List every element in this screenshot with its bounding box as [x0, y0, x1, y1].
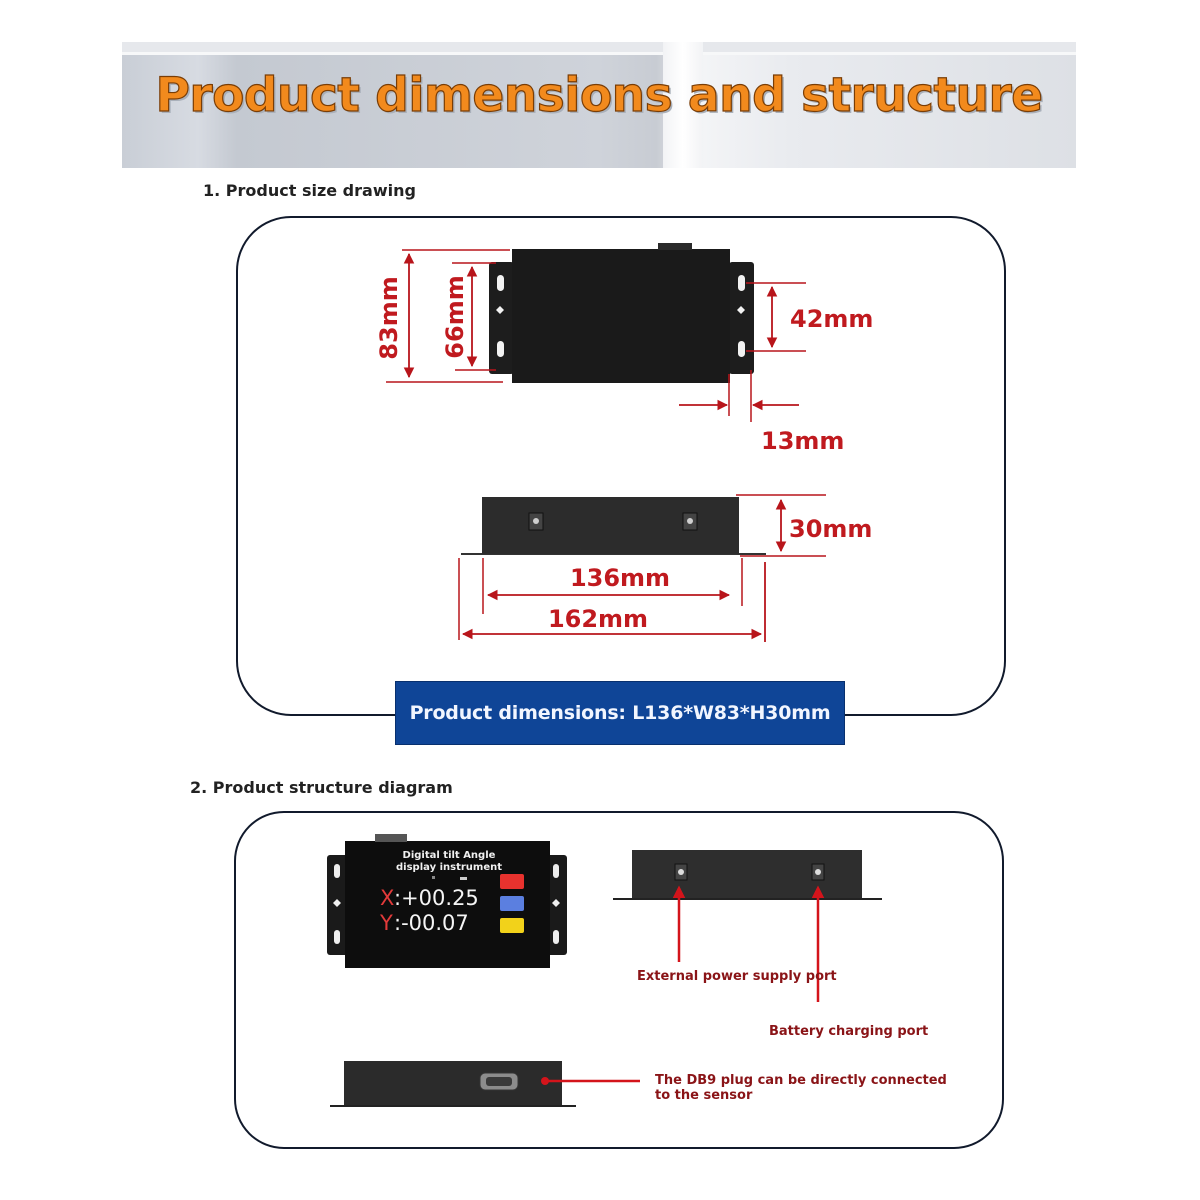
hold-button[interactable] [500, 896, 524, 911]
device-body-side [632, 850, 862, 898]
device-side-view [461, 497, 766, 555]
header-banner: Product dimensions and structure [122, 42, 1076, 168]
port-hole [678, 869, 684, 875]
label-83mm: 83mm [375, 276, 403, 359]
flange-slot [738, 341, 745, 357]
db9-plug-pins [486, 1077, 512, 1086]
side-port-hole [533, 518, 539, 524]
banner-strip [122, 42, 1076, 52]
dimension-66mm: 66mm [441, 262, 496, 371]
db9-connector-top [375, 834, 407, 842]
flange-keyhole [496, 306, 504, 314]
device-body-db9-side [344, 1061, 562, 1105]
flange-keyhole [552, 899, 560, 907]
flange-keyhole [737, 306, 745, 314]
size-drawing: 83mm 66mm 42mm 13mm 30mm [375, 243, 873, 642]
dimension-30mm: 30mm [736, 494, 872, 557]
screen-title-line1: Digital tilt Angle [403, 850, 496, 861]
dimension-42mm: 42mm [746, 282, 873, 352]
product-dimensions-text: Product dimensions: L136*W83*H30mm [409, 702, 831, 724]
db9-connector-top [658, 243, 692, 250]
side-port-hole [687, 518, 693, 524]
x-axis-label: X [380, 886, 394, 910]
flange-slot [553, 864, 559, 878]
function-button[interactable] [500, 918, 524, 933]
status-indicator-icon [460, 877, 467, 880]
flange-keyhole [333, 899, 341, 907]
label-30mm: 30mm [789, 515, 872, 543]
db9-arrow-head [541, 1077, 549, 1085]
db9-label-line2: to the sensor [655, 1088, 753, 1103]
flange-slot [553, 930, 559, 944]
label-13mm: 13mm [761, 427, 844, 455]
structure-diagram-frame [234, 811, 1004, 1149]
section-heading-size-drawing: 1. Product size drawing [203, 181, 416, 200]
y-axis-value: :-00.07 [394, 911, 469, 935]
device-top-view [489, 243, 754, 383]
left-mounting-flange [489, 262, 514, 374]
dimension-136mm: 136mm [482, 558, 743, 614]
label-162mm: 162mm [548, 605, 648, 633]
screen-title-line2: display instrument [396, 862, 502, 873]
label-66mm: 66mm [441, 275, 469, 358]
flange-slot [497, 275, 504, 291]
dimension-162mm: 162mm [458, 558, 766, 642]
right-mounting-flange [729, 262, 754, 374]
label-42mm: 42mm [790, 305, 873, 333]
x-axis-value: :+00.25 [394, 886, 479, 910]
zero-button[interactable] [500, 874, 524, 889]
battery-indicator-icon [432, 876, 435, 879]
flange-slot [334, 930, 340, 944]
device-front-view: Digital tilt Angle display instrument X … [327, 834, 567, 968]
device-db9-view: The DB9 plug can be directly connected t… [330, 1061, 947, 1107]
battery-charging-label: Battery charging port [769, 1024, 928, 1039]
page-title: Product dimensions and structure [155, 67, 1044, 123]
flange-slot [738, 275, 745, 291]
product-dimensions-summary: Product dimensions: L136*W83*H30mm [395, 681, 845, 745]
label-136mm: 136mm [570, 564, 670, 592]
device-side-ports-view: External power supply port Battery charg… [613, 850, 928, 1039]
flange-slot [497, 341, 504, 357]
banner-strip-highlight [122, 52, 1076, 55]
port-hole [815, 869, 821, 875]
device-body-top [512, 249, 730, 383]
section-heading-structure-diagram: 2. Product structure diagram [190, 778, 453, 797]
dimension-83mm: 83mm [375, 249, 510, 383]
external-power-label: External power supply port [637, 969, 837, 984]
y-axis-label: Y [379, 911, 393, 935]
dimension-13mm: 13mm [679, 370, 844, 455]
flange-slot [334, 864, 340, 878]
db9-label-line1: The DB9 plug can be directly connected [655, 1073, 947, 1088]
banner-light-gap [663, 42, 703, 168]
